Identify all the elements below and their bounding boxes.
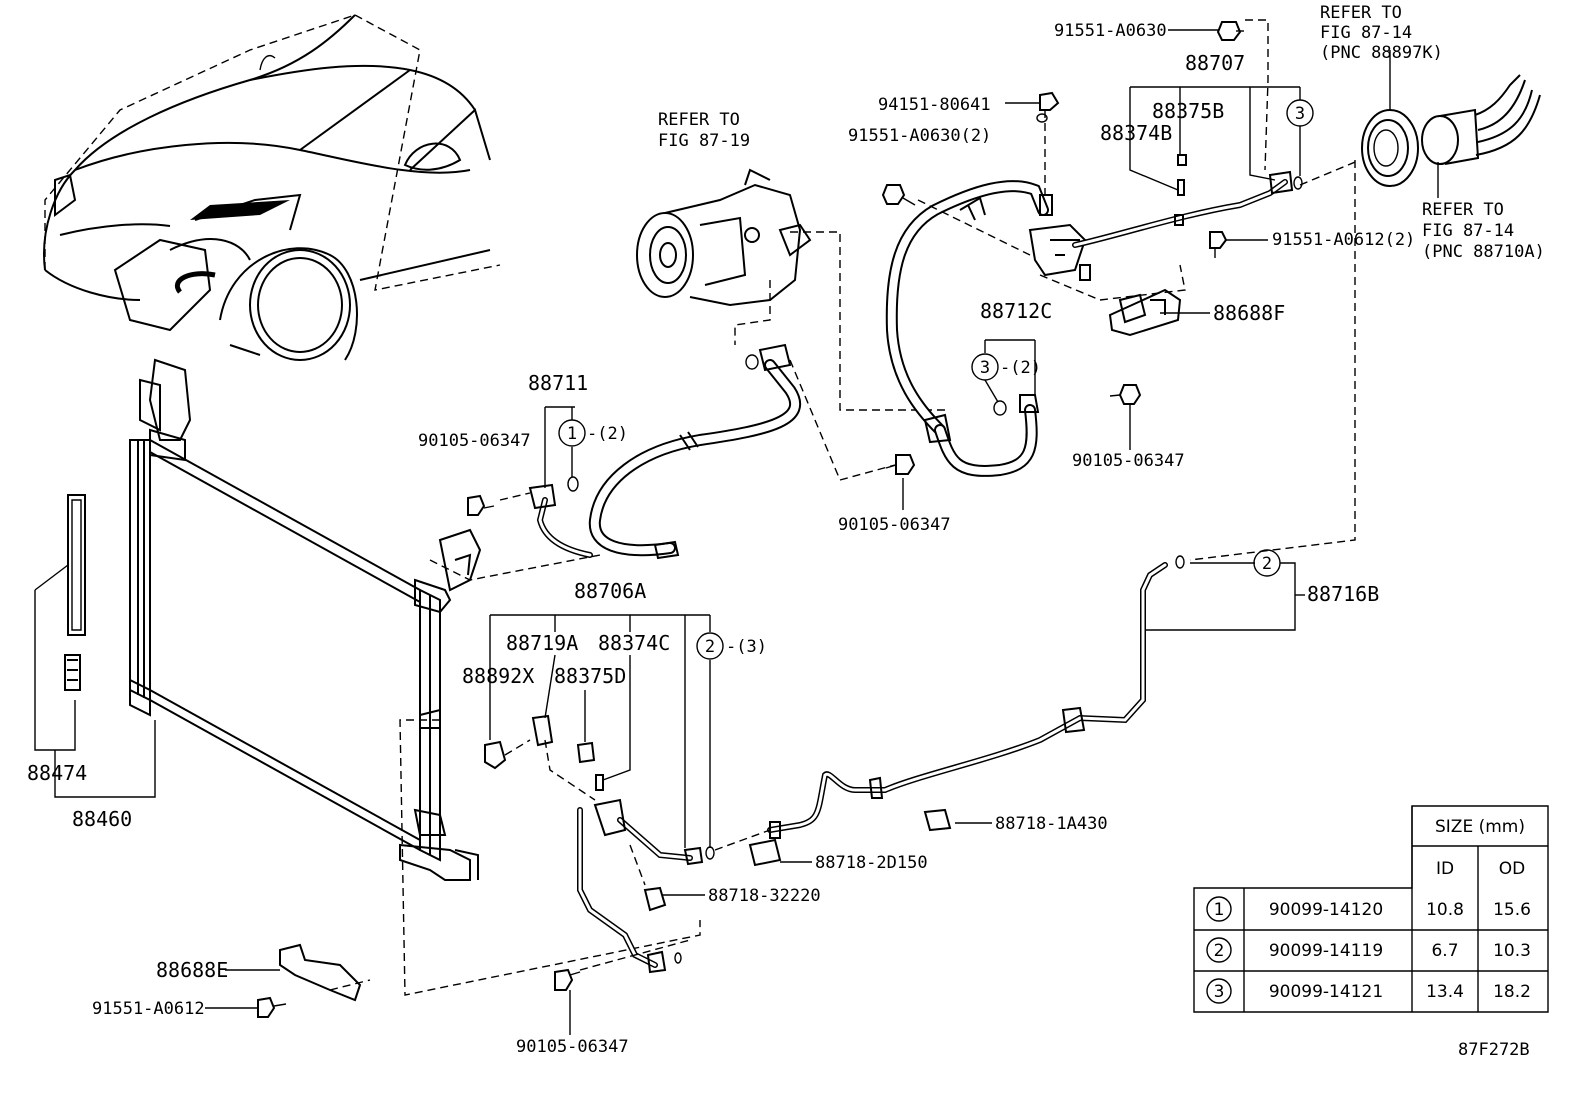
callout-2-a: 2: [1262, 554, 1272, 574]
label-94151-80641: 94151-80641: [878, 95, 991, 115]
callout-circles: 3 3 1 2 2: [558, 99, 1314, 660]
label-88892x: 88892X: [462, 664, 534, 688]
bracket-88688f: [1108, 288, 1182, 337]
vehicle-illustration: [43, 14, 501, 361]
suction-hose-assembly: [885, 19, 1361, 561]
size-table-row-od: 15.6: [1493, 900, 1531, 920]
label-refer-87-19-line1: REFER TO: [658, 110, 740, 130]
leader-88460: [54, 720, 156, 798]
label-88374c: 88374C: [598, 631, 670, 655]
label-90105-06347-c: 90105-06347: [838, 515, 951, 535]
size-table-header: SIZE (mm): [1435, 817, 1525, 837]
callout-3-a: 3: [1295, 104, 1305, 124]
label-91551-a0612-2: 91551-A0612(2): [1272, 230, 1415, 250]
label-91551-a0612: 91551-A0612: [92, 999, 205, 1019]
condenser-assembly: [129, 358, 701, 996]
size-table-row-id: 13.4: [1426, 982, 1464, 1002]
label-refer-87-14-a-line1: REFER TO: [1320, 3, 1402, 23]
label-88707: 88707: [1185, 51, 1245, 75]
label-88474: 88474: [27, 761, 87, 785]
label-88375d: 88375D: [554, 664, 626, 688]
callout-3-b: 3: [980, 358, 990, 378]
label-88719a: 88719A: [506, 631, 578, 655]
bolts: [257, 21, 1244, 1018]
callout-2-b: 2: [705, 637, 715, 657]
size-table-row-part: 90099-14119: [1269, 941, 1383, 961]
label-91551-a0630: 91551-A0630: [1054, 21, 1167, 41]
label-88688e: 88688E: [156, 958, 228, 982]
label-88711: 88711: [528, 371, 588, 395]
liquid-pipe-88716b: [748, 555, 1185, 867]
label-88460: 88460: [72, 807, 132, 831]
size-table-row-num: 1: [1214, 900, 1225, 920]
label-qty-2-b: -(2): [587, 424, 628, 444]
part-labels: 91551-A0630 88707 REFER TO FIG 87-14 (PN…: [27, 3, 1545, 1060]
size-table-row-id: 6.7: [1431, 941, 1458, 961]
label-90105-06347-a: 90105-06347: [1072, 451, 1185, 471]
label-refer-87-14-b-line2: FIG 87-14: [1422, 221, 1514, 241]
label-90105-06347-b: 90105-06347: [418, 431, 531, 451]
size-table-row-id: 10.8: [1426, 900, 1464, 920]
size-table-row-od: 10.3: [1493, 941, 1531, 961]
label-88375b: 88375B: [1152, 99, 1224, 123]
callout-1: 1: [567, 424, 577, 444]
label-88688f: 88688F: [1213, 301, 1285, 325]
bracket-88688e: [279, 943, 371, 1002]
label-88374b: 88374B: [1100, 121, 1172, 145]
label-88716b: 88716B: [1307, 582, 1379, 606]
label-88718-2d150: 88718-2D150: [815, 853, 928, 873]
label-refer-87-14-a-line2: FIG 87-14: [1320, 23, 1412, 43]
label-88718-1a430: 88718-1A430: [995, 814, 1108, 834]
leader-lines: [205, 29, 1439, 1035]
size-table-row-part: 90099-14120: [1269, 900, 1383, 920]
pipe-88706a: [484, 714, 771, 974]
size-table-row-od: 18.2: [1493, 982, 1531, 1002]
size-table-col-id: ID: [1436, 859, 1454, 879]
label-refer-87-14-b-line3: (PNC 88710A): [1422, 242, 1545, 262]
compressor-illustration: [636, 168, 945, 481]
size-table-row-part: 90099-14121: [1269, 982, 1383, 1002]
label-refer-87-14-a-line3: (PNC 88897K): [1320, 43, 1443, 63]
label-88718-32220: 88718-32220: [708, 886, 821, 906]
evaporator-connection: [1361, 74, 1541, 187]
size-table: SIZE (mm) ID OD 1 90099-14120 10.8 15.6 …: [1193, 805, 1549, 1013]
label-90105-06347-d: 90105-06347: [516, 1037, 629, 1057]
label-88712c: 88712C: [980, 299, 1052, 323]
figure-id: 87F272B: [1458, 1040, 1530, 1060]
discharge-hose-88711: [499, 343, 802, 560]
size-table-row-num: 3: [1214, 982, 1225, 1002]
size-table-col-od: OD: [1499, 859, 1525, 879]
label-91551-a0630-2: 91551-A0630(2): [848, 126, 991, 146]
label-refer-87-14-b-line1: REFER TO: [1422, 200, 1504, 220]
label-refer-87-19-line2: FIG 87-19: [658, 131, 750, 151]
size-table-row-num: 2: [1214, 941, 1225, 961]
label-qty-2-a: -(2): [1000, 358, 1041, 378]
label-88706a: 88706A: [574, 579, 646, 603]
receiver-parts: [34, 494, 86, 751]
label-qty-3: -(3): [726, 637, 767, 657]
